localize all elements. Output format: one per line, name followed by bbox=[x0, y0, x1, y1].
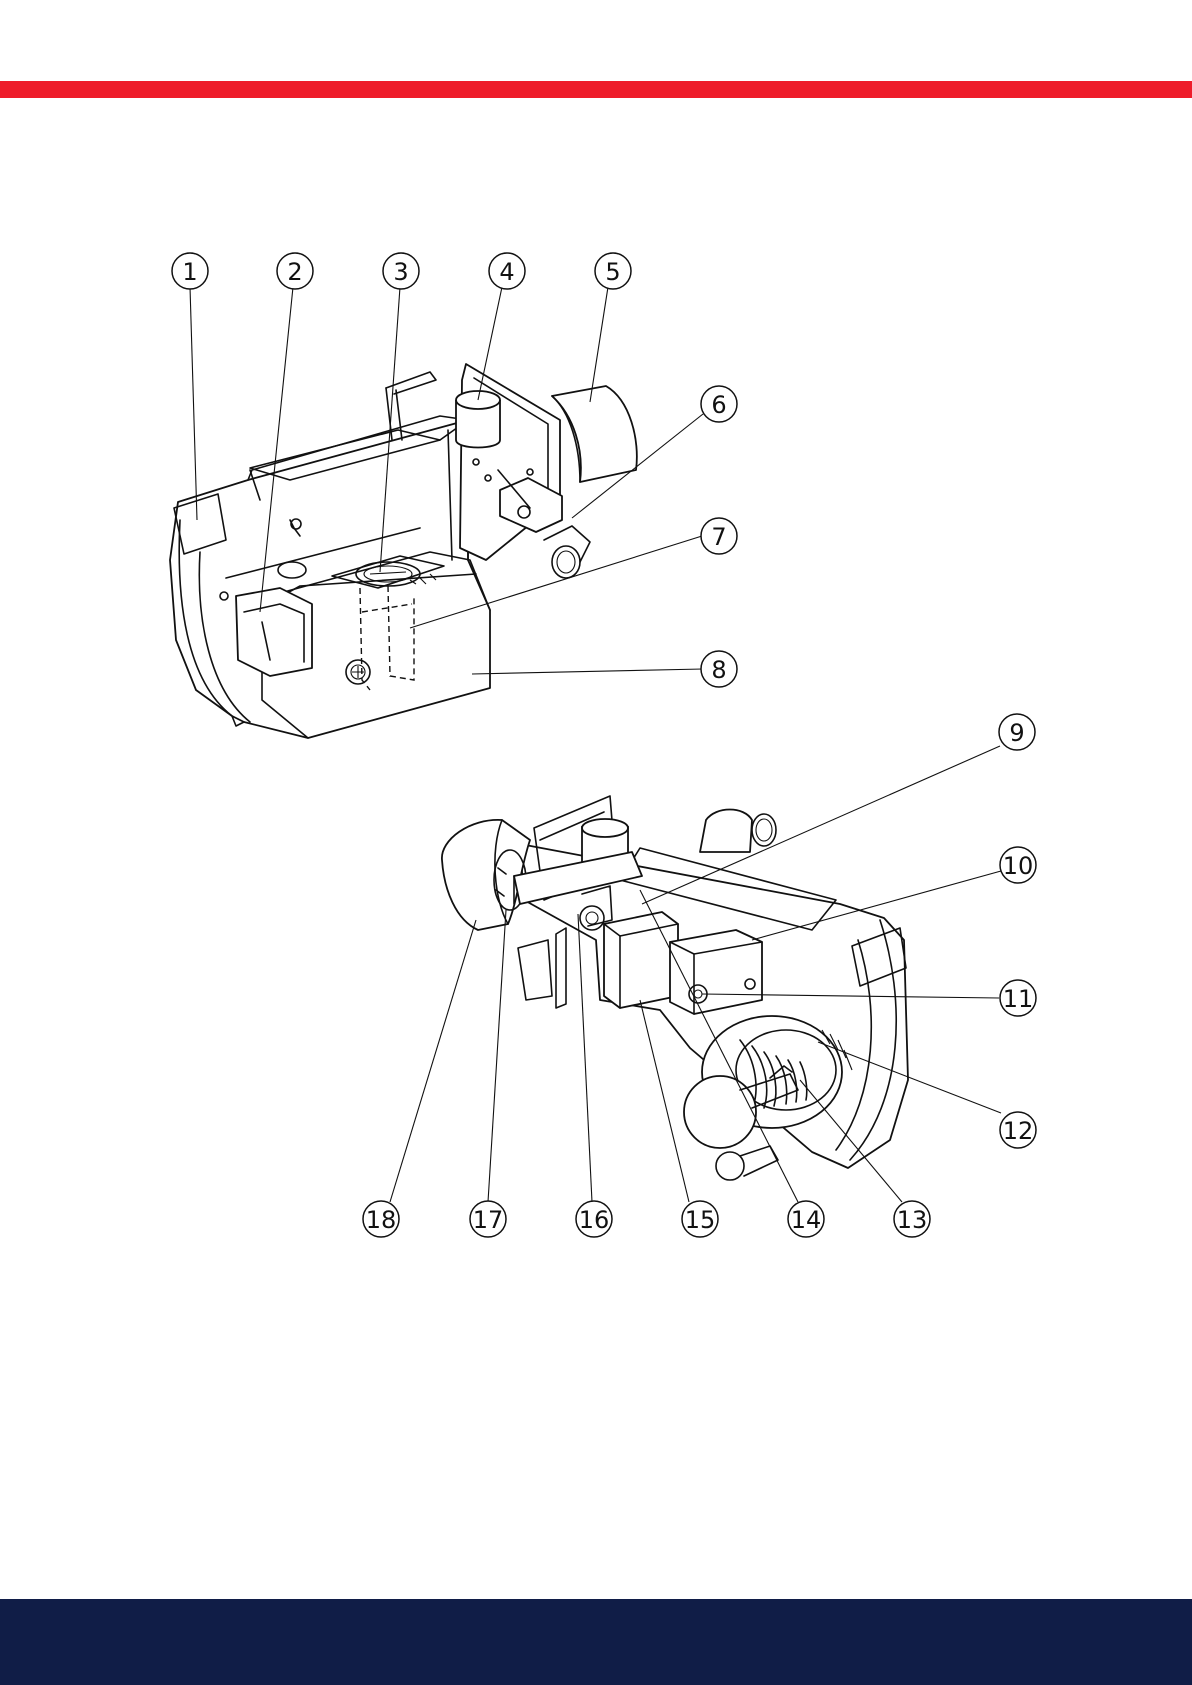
callout-3: 3 bbox=[383, 253, 419, 289]
callout-18: 18 bbox=[363, 1201, 399, 1237]
svg-text:15: 15 bbox=[685, 1206, 716, 1234]
control-box bbox=[670, 930, 762, 1014]
svg-text:12: 12 bbox=[1003, 1117, 1034, 1145]
callout-7: 7 bbox=[701, 518, 737, 554]
svg-text:6: 6 bbox=[711, 391, 726, 419]
callout-14: 14 bbox=[788, 1201, 824, 1237]
callout-2: 2 bbox=[277, 253, 313, 289]
callout-11: 11 bbox=[1000, 980, 1036, 1016]
svg-text:7: 7 bbox=[711, 523, 726, 551]
svg-text:5: 5 bbox=[605, 258, 620, 286]
svg-text:17: 17 bbox=[473, 1206, 504, 1234]
svg-text:9: 9 bbox=[1009, 719, 1024, 747]
callout-5: 5 bbox=[595, 253, 631, 289]
svg-text:10: 10 bbox=[1003, 852, 1034, 880]
callout-6: 6 bbox=[701, 386, 737, 422]
control-box-cover bbox=[236, 588, 312, 676]
callout-13: 13 bbox=[894, 1201, 930, 1237]
svg-text:18: 18 bbox=[366, 1206, 397, 1234]
svg-text:4: 4 bbox=[499, 258, 514, 286]
svg-text:11: 11 bbox=[1003, 985, 1034, 1013]
callout-12: 12 bbox=[1000, 1112, 1036, 1148]
svg-text:13: 13 bbox=[897, 1206, 928, 1234]
svg-text:2: 2 bbox=[287, 258, 302, 286]
burner-view-lower bbox=[442, 796, 908, 1180]
svg-text:1: 1 bbox=[182, 258, 197, 286]
blast-tube bbox=[552, 386, 637, 482]
svg-text:8: 8 bbox=[711, 656, 726, 684]
svg-text:3: 3 bbox=[393, 258, 408, 286]
callout-16: 16 bbox=[576, 1201, 612, 1237]
callout-10: 10 bbox=[1000, 847, 1036, 883]
callout-1: 1 bbox=[172, 253, 208, 289]
callout-15: 15 bbox=[682, 1201, 718, 1237]
callout-17: 17 bbox=[470, 1201, 506, 1237]
callout-9: 9 bbox=[999, 714, 1035, 750]
motor-cap bbox=[684, 1076, 756, 1148]
svg-text:14: 14 bbox=[791, 1206, 822, 1234]
burner-view-upper bbox=[170, 364, 637, 738]
callout-8: 8 bbox=[701, 651, 737, 687]
svg-text:16: 16 bbox=[579, 1206, 610, 1234]
callout-4: 4 bbox=[489, 253, 525, 289]
